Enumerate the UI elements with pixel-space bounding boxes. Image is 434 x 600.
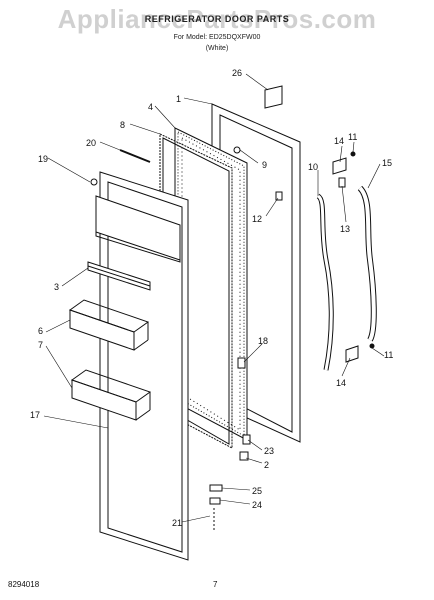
part-19-nut [90,178,98,186]
callout-14: 14 [334,136,344,146]
part-20-cap-strip [119,149,151,163]
callout-2: 2 [264,460,269,470]
callout-15: 15 [382,158,392,168]
part-11b-screw [369,343,375,349]
callout-11: 11 [348,132,357,142]
color-line: (White) [205,45,229,52]
part-7-door-bin [70,369,152,421]
part-11-screw [350,151,356,157]
diagram-title: REFRIGERATOR DOOR PARTS [144,14,290,24]
dairy-compartment [95,195,181,261]
page-number: 7 [213,580,218,589]
part-2-hinge [239,451,249,461]
callout-18: 18 [258,336,268,346]
callout-1: 1 [176,94,181,104]
callout-21: 21 [172,518,182,528]
callout-6: 6 [38,326,43,336]
part-9-plug [233,146,241,154]
model-line: For Model: ED25DQXFW00 [173,34,261,41]
callout-4: 4 [148,102,153,112]
callout-7: 7 [38,340,43,350]
callout-20: 20 [86,138,96,148]
part-18-hinge-cam [237,357,246,369]
part-12-clip [275,191,283,201]
callout-9: 9 [262,160,267,170]
part-25-washer [209,484,223,492]
callout-12: 12 [252,214,262,224]
watermark: AppliancePartsPros.com [57,4,377,34]
callout-23: 23 [264,446,274,456]
callout-17: 17 [30,410,40,420]
part-14b-handle-mount [345,345,359,363]
part-14-handle-mount [332,157,347,175]
part-6-door-bin [68,299,150,351]
callout-11b: 11 [384,350,393,360]
leader-lines [43,73,385,523]
part-23-bushing [242,434,251,445]
part-13-spacer [338,177,346,188]
callout-14b: 14 [336,378,346,388]
callout-8: 8 [120,120,125,130]
callout-3: 3 [54,282,59,292]
callout-25: 25 [252,486,262,496]
callout-19: 19 [38,154,48,164]
part-24-bracket [209,497,221,505]
callout-13: 13 [340,224,350,234]
part-26-label-plate [264,85,283,109]
callout-labels: 26 1 4 8 20 19 9 14 11 10 15 12 13 3 6 7… [30,68,393,528]
part-17-inner-liner [95,171,189,561]
callout-26: 26 [232,68,242,78]
document-number: 8294018 [8,580,40,589]
callout-10: 10 [308,162,318,172]
callout-24: 24 [252,500,262,510]
